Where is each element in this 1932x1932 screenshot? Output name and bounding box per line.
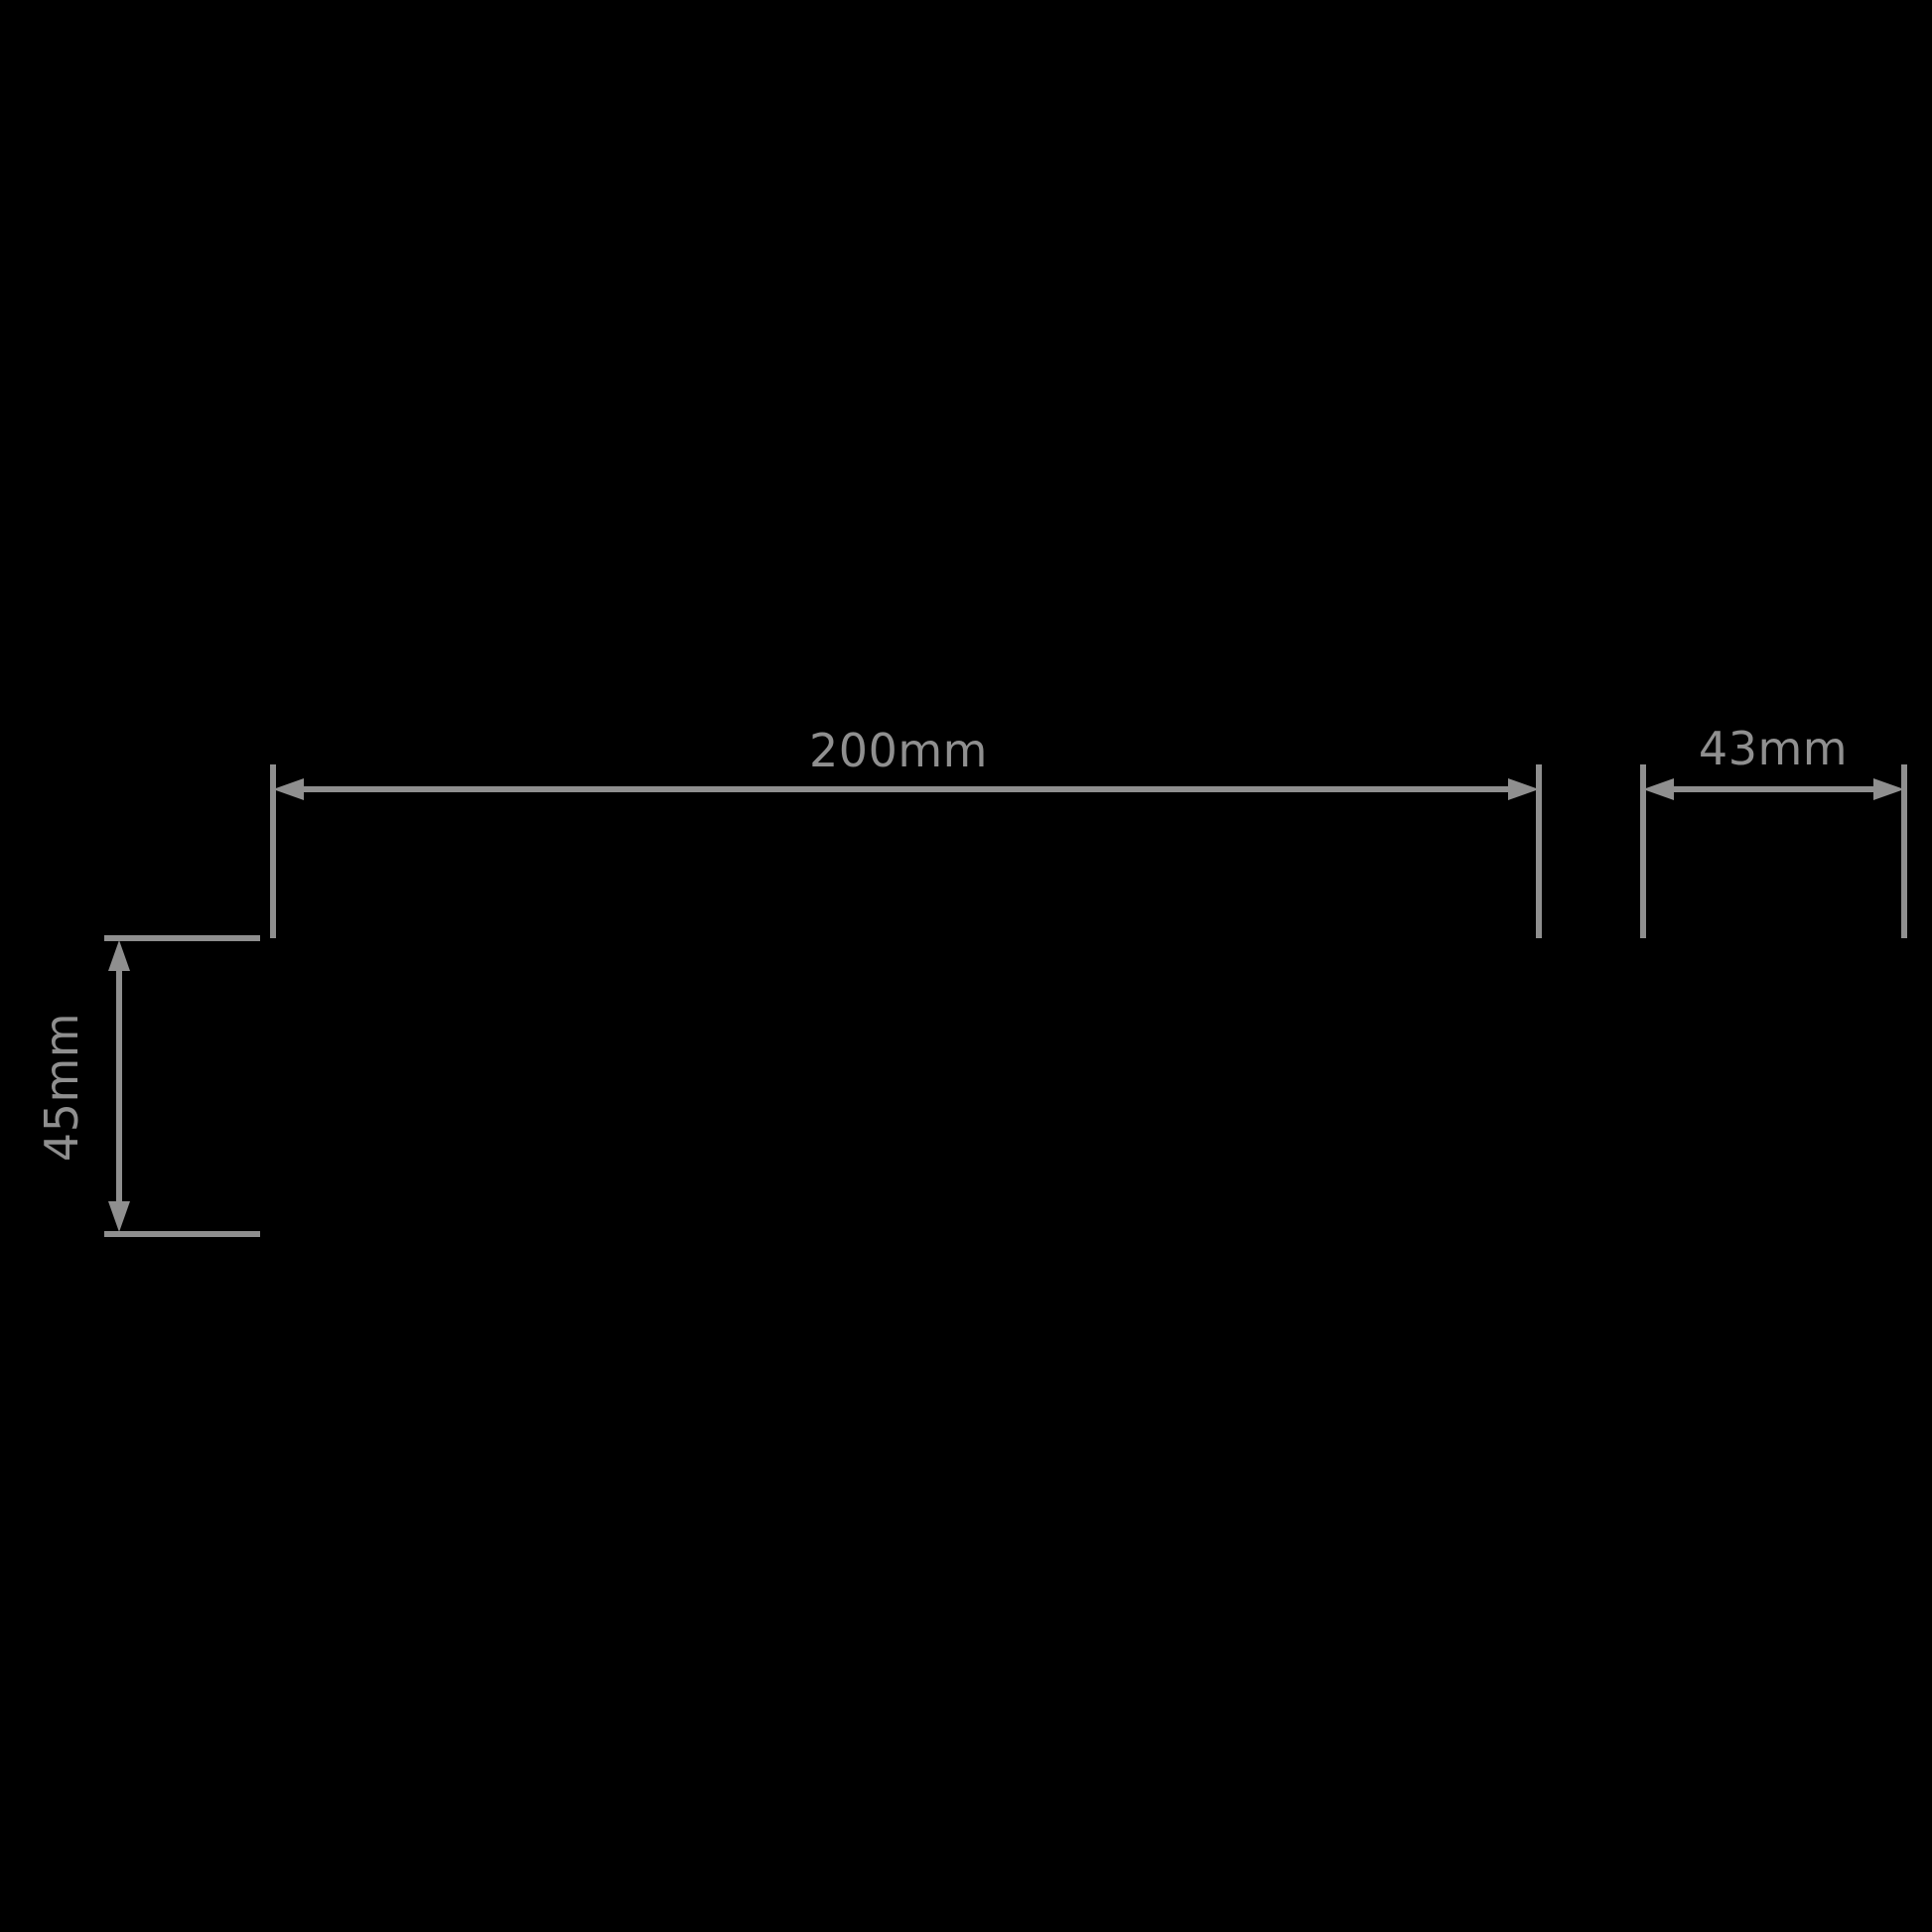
arrowhead-left-icon bbox=[273, 778, 304, 800]
arrowhead-right-icon bbox=[1508, 778, 1539, 800]
width-dimension-label: 200mm bbox=[809, 724, 988, 777]
depth-dimension-43mm: 43mm bbox=[1640, 722, 1907, 938]
arrowhead-down-icon bbox=[108, 1201, 130, 1232]
height-dimension-label: 45mm bbox=[35, 1013, 88, 1162]
depth-dimension-label: 43mm bbox=[1699, 722, 1848, 775]
arrowhead-right-icon bbox=[1873, 778, 1904, 800]
height-dimension-45mm: 45mm bbox=[35, 935, 260, 1237]
width-dimension-200mm: 200mm bbox=[270, 724, 1542, 938]
arrowhead-up-icon bbox=[108, 940, 130, 971]
arrowhead-left-icon bbox=[1643, 778, 1674, 800]
